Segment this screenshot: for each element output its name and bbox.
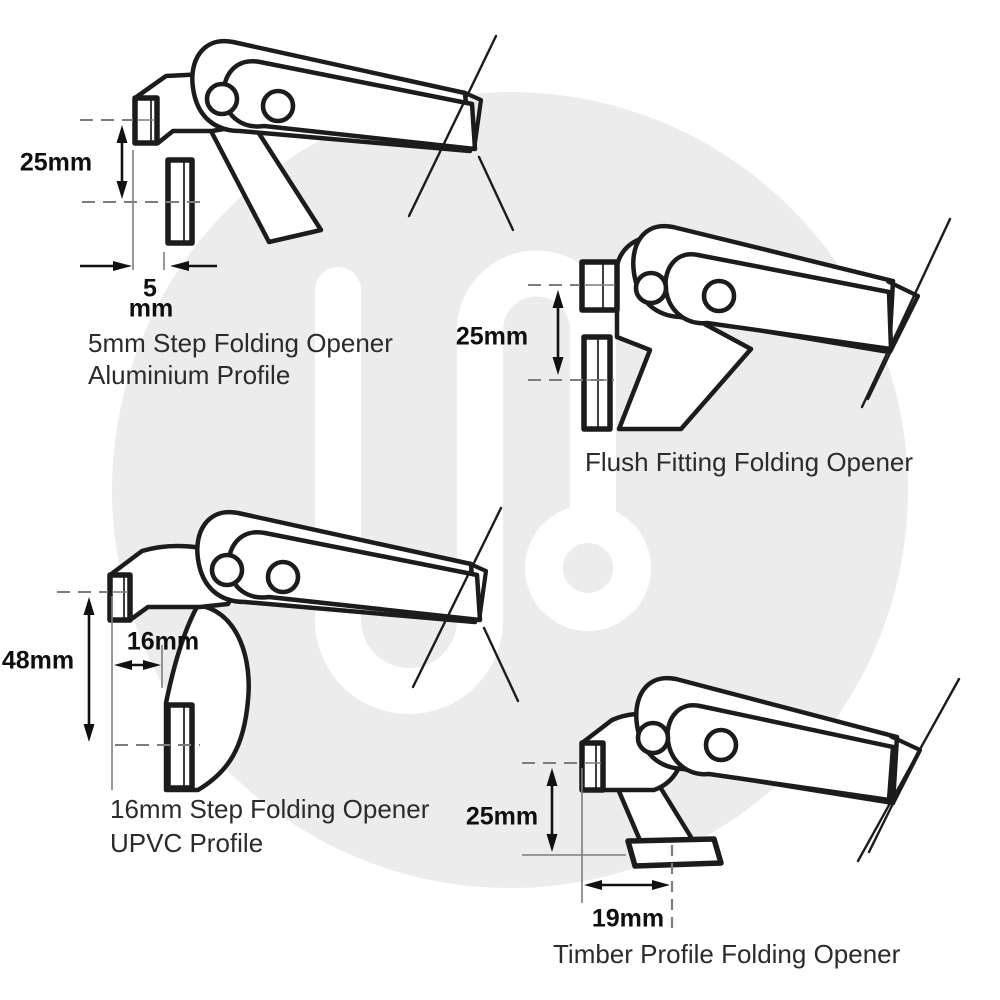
- watermark-curl-icon: [525, 505, 651, 631]
- arrowhead-left-icon: [170, 261, 189, 271]
- arrowhead-right-icon: [143, 660, 161, 670]
- pivot-hole: [209, 552, 245, 588]
- arrowhead-up-icon: [83, 597, 95, 615]
- arm-tip: [462, 90, 484, 151]
- pivot-hole: [701, 278, 737, 314]
- frame-line: [867, 751, 920, 854]
- timber-plate: [625, 836, 724, 869]
- caption-step16-line1: 16mm Step Folding Opener: [110, 794, 430, 824]
- dim-label-19mm: 19mm: [591, 904, 665, 933]
- arrowhead-up-icon: [552, 290, 564, 308]
- dim-label-16mm: 16mm: [126, 627, 200, 656]
- flush-block-top: [579, 259, 620, 313]
- step-plate: [165, 702, 195, 791]
- caption-timber: Timber Profile Folding Opener: [553, 939, 901, 969]
- arrowhead-down-icon: [552, 357, 564, 375]
- drawing-step16-opener: [57, 506, 520, 793]
- dim-label-25mm: 25mm: [455, 322, 529, 351]
- frame-line: [482, 626, 520, 703]
- frame-line: [477, 155, 515, 232]
- arrowhead-right-icon: [113, 261, 132, 271]
- arrowhead-up-icon: [116, 125, 128, 143]
- caption-flush: Flush Fitting Folding Opener: [585, 447, 914, 477]
- arrowhead-down-icon: [83, 724, 95, 742]
- frame-line: [407, 34, 498, 218]
- frame-line: [411, 506, 503, 689]
- dim-label-25mm: 25mm: [465, 802, 539, 831]
- pivot-hole: [635, 720, 671, 756]
- dim-label-mm: mm: [128, 294, 174, 323]
- drawing-flush-opener: [528, 217, 952, 432]
- frame-line: [866, 297, 918, 401]
- pivot-hole: [204, 81, 240, 117]
- arrowhead-right-icon: [652, 880, 670, 890]
- dim-label-48mm: 48mm: [1, 646, 75, 675]
- arrowhead-left-icon: [584, 880, 602, 890]
- profile-cap: [579, 740, 606, 793]
- caption-step5-line2: Aluminium Profile: [88, 360, 291, 390]
- arrowhead-up-icon: [546, 768, 558, 786]
- pivot-hole: [703, 727, 739, 763]
- pivot-hole: [260, 88, 296, 124]
- profile-cap: [107, 572, 133, 623]
- pivot-hole: [265, 559, 301, 595]
- pivot-hole: [633, 270, 669, 306]
- caption-step16-line2: UPVC Profile: [110, 828, 264, 858]
- arm-tip: [467, 561, 489, 622]
- dim-label-25mm: 25mm: [19, 148, 93, 177]
- arrowhead-down-icon: [546, 834, 558, 852]
- frame-line: [860, 217, 952, 409]
- arrowhead-down-icon: [116, 181, 128, 199]
- drawing-timber-opener: [522, 675, 961, 930]
- drawing-step5-opener: [80, 34, 515, 271]
- dim-label-5: 5: [143, 274, 157, 303]
- flush-block-bottom: [581, 334, 613, 432]
- caption-step5-line1: 5mm Step Folding Opener: [88, 328, 393, 358]
- arrowhead-left-icon: [114, 660, 132, 670]
